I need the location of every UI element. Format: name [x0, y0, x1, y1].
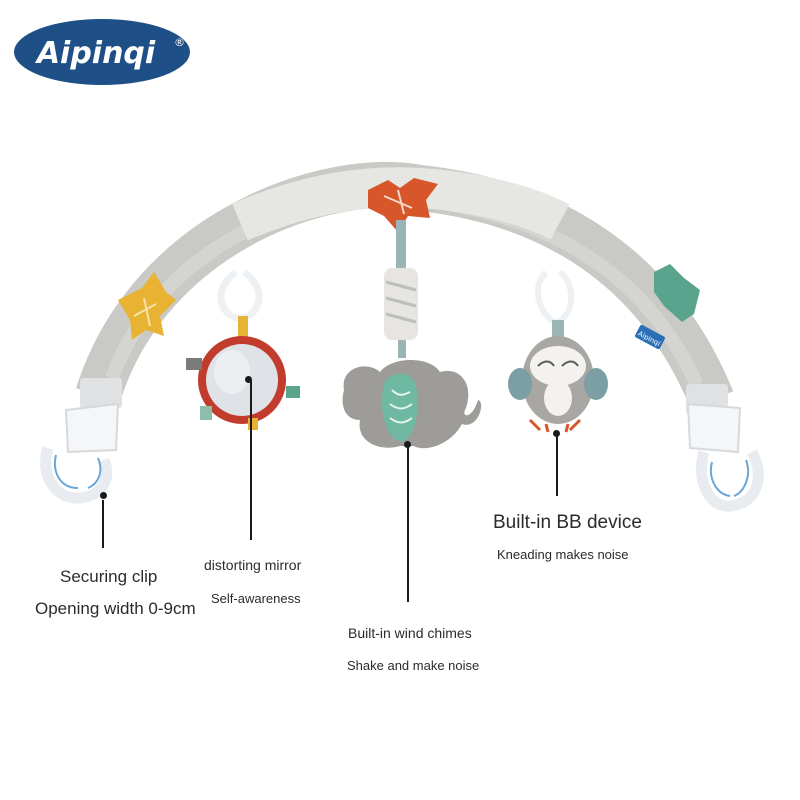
mirror-callout-title: distorting mirror — [204, 557, 302, 573]
clip-callout-title: Securing clip — [60, 567, 158, 586]
brand-logo-text: Aipinqi — [35, 36, 156, 71]
wind-chime-elephant-toy — [342, 220, 482, 449]
chimes-callout-subtitle: Shake and make noise — [347, 658, 480, 673]
chimes-callout-title: Built-in wind chimes — [348, 625, 472, 641]
brand-logo: Aipinqi ® — [14, 19, 190, 85]
orange-leaf-topper — [368, 178, 438, 232]
bb-callout-subtitle: Kneading makes noise — [497, 547, 629, 562]
left-securing-clip — [40, 378, 122, 504]
bb-callout-dot — [553, 430, 560, 437]
clip-callout-dot — [100, 492, 107, 499]
chimes-callout-line — [407, 444, 409, 602]
brand-logo-oval — [14, 19, 190, 85]
mirror-callout-subtitle: Self-awareness — [211, 591, 301, 606]
brand-registered-mark: ® — [174, 36, 185, 49]
mirror-callout-line — [250, 380, 252, 540]
clip-callout-line — [102, 500, 104, 548]
bb-callout-line — [556, 434, 558, 496]
arch-brand-tag — [635, 324, 665, 350]
yellow-leaf-topper — [118, 272, 176, 340]
bb-callout-title: Built-in BB device — [493, 512, 642, 533]
teal-leaf-topper — [654, 264, 700, 322]
right-securing-clip — [686, 384, 764, 512]
owl-bb-toy — [508, 269, 608, 433]
mirror-callout-dot — [245, 376, 252, 383]
distorting-mirror-toy — [186, 269, 300, 430]
clip-callout-subtitle: Opening width 0-9cm — [35, 599, 196, 618]
